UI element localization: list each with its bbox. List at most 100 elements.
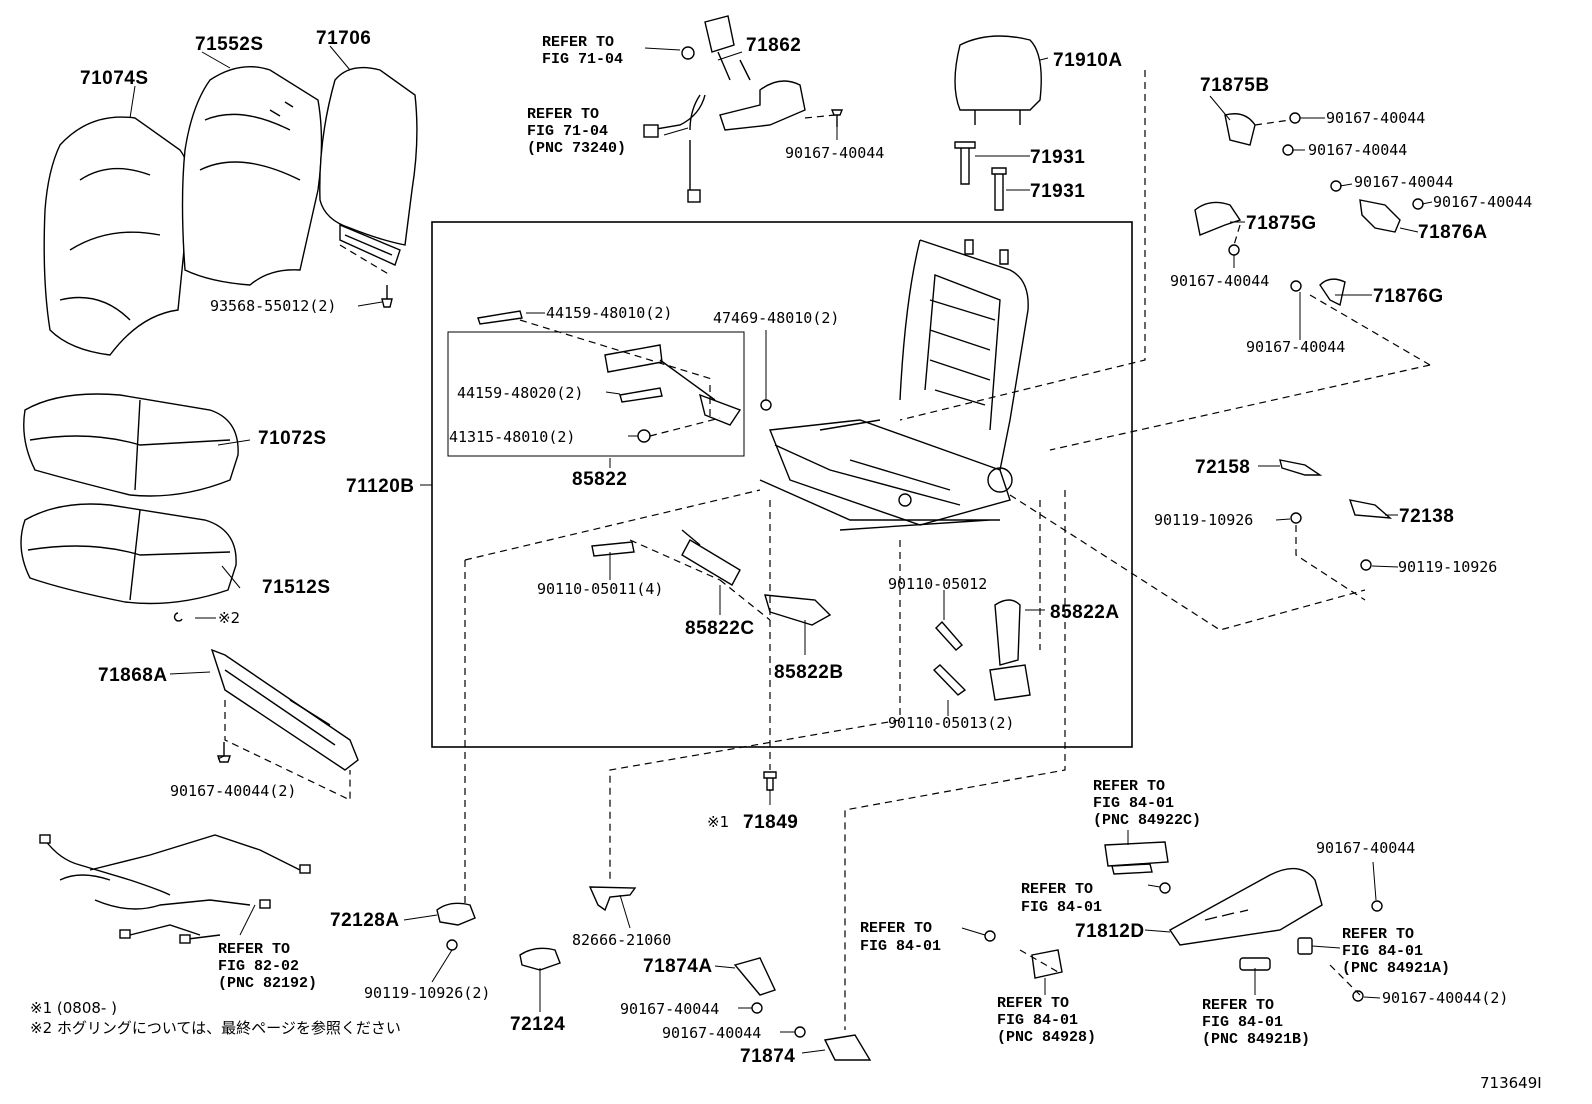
label-85822a: 85822A [1050, 602, 1120, 623]
seatbelt-buckle-71862 [643, 15, 806, 203]
label-90167-862: 90167-40044 [785, 144, 884, 162]
hog-ring-icon [173, 612, 183, 622]
svg-text:FIG 82-02: FIG 82-02 [218, 958, 299, 975]
seat-frame-71120b [759, 239, 1029, 531]
knob-84921a [1297, 937, 1313, 955]
refer-84-01-c: REFER TO FIG 84-01 [860, 920, 941, 955]
switch-84928 [1031, 949, 1063, 979]
motor-85822 [604, 344, 742, 426]
label-90167-868: 90167-40044(2) [170, 782, 296, 800]
figure-id: 713649I [1480, 1074, 1542, 1092]
label-71074s: 71074S [80, 68, 149, 89]
label-72128a: 72128A [330, 910, 400, 931]
washer-47469 [760, 399, 772, 411]
nut-41315 [637, 429, 651, 443]
label-71876g: 71876G [1373, 286, 1444, 307]
label-90167-875b1: 90167-40044 [1326, 109, 1425, 127]
label-41315: 41315-48010(2) [449, 428, 575, 446]
side-shield-71812d [1168, 867, 1323, 946]
cover-71876a [1359, 199, 1401, 233]
clip-93568 [381, 285, 393, 308]
label-71552s: 71552S [195, 34, 264, 55]
screw-90167-862 [804, 109, 844, 127]
lower-cover-71868a [210, 648, 359, 801]
svg-text:(PNC 84921A): (PNC 84921A) [1342, 960, 1450, 977]
mark-2-hog-ring: ※2 [218, 609, 240, 627]
bracket-82666 [588, 886, 637, 912]
cushion-cover-71072s [23, 393, 239, 497]
label-71868a: 71868A [98, 665, 168, 686]
svg-text:FIG 84-01: FIG 84-01 [1342, 943, 1423, 960]
label-90119-b: 90119-10926 [1398, 558, 1497, 576]
label-72158: 72158 [1195, 457, 1250, 478]
dashed-connections [464, 70, 1431, 1030]
label-71512s: 71512S [262, 577, 331, 598]
refer-84-01-f: REFER TO FIG 84-01 (PNC 84921B) [1202, 997, 1310, 1048]
leader-lines [129, 45, 1433, 1054]
svg-text:REFER TO: REFER TO [1093, 778, 1165, 795]
label-71874a: 71874A [643, 956, 713, 977]
headrest-guide-71931 [954, 141, 1007, 211]
label-71874: 71874 [740, 1046, 795, 1067]
screw-90119-a [1290, 512, 1302, 524]
svg-text:REFER TO: REFER TO [1342, 926, 1414, 943]
label-90167-875g: 90167-40044 [1170, 272, 1269, 290]
bracket-72138 [1348, 499, 1393, 519]
svg-text:FIG 84-01: FIG 84-01 [860, 938, 941, 955]
label-85822b: 85822B [774, 662, 844, 683]
label-71862: 71862 [746, 35, 801, 56]
screw-90119-b [1360, 559, 1372, 571]
screw-90119-c [446, 939, 458, 951]
label-71875b: 71875B [1200, 75, 1270, 96]
label-47469: 47469-48010(2) [713, 309, 839, 327]
label-44159-48010: 44159-48010(2) [546, 304, 672, 322]
svg-text:(PNC 73240): (PNC 73240) [527, 140, 626, 157]
bolt-71849 [763, 771, 777, 791]
svg-text:(PNC 84921B): (PNC 84921B) [1202, 1031, 1310, 1048]
label-85822: 85822 [572, 469, 627, 490]
refer-84-01-a: REFER TO FIG 84-01 (PNC 84922C) [1093, 778, 1201, 829]
label-90110-05012: 90110-05012 [888, 575, 987, 593]
label-85822c: 85822C [685, 618, 755, 639]
motor-85822c [681, 529, 741, 586]
refer-71-04-b: REFER TO FIG 71-04 (PNC 73240) [527, 106, 626, 157]
bracket-71874a [733, 957, 776, 996]
refer-84-01-b: REFER TO FIG 84-01 [1021, 881, 1102, 916]
cover-72124 [519, 947, 561, 971]
svg-text:REFER TO: REFER TO [1202, 997, 1274, 1014]
label-71706: 71706 [316, 28, 371, 49]
motor-85822-group-box [447, 331, 745, 457]
wire-harness [39, 834, 311, 944]
label-82666: 82666-21060 [572, 931, 671, 949]
refer-84-01-e: REFER TO FIG 84-01 (PNC 84921A) [1342, 926, 1450, 977]
cover-72128a [436, 902, 476, 926]
refer-84-01-d: REFER TO FIG 84-01 (PNC 84928) [997, 995, 1096, 1046]
cover-71875b [1224, 113, 1256, 146]
screws-right-group [1228, 112, 1424, 292]
label-90167-875b2: 90167-40044 [1308, 141, 1407, 159]
svg-text:FIG 84-01: FIG 84-01 [1021, 899, 1102, 916]
label-71849: 71849 [743, 812, 798, 833]
cover-71876g [1319, 278, 1346, 307]
footnote-2: ※2 ホグリングについては、最終ページを参照ください [30, 1019, 401, 1037]
label-71876a: 71876A [1418, 222, 1488, 243]
motor-85822a [989, 599, 1031, 701]
bolt-90110-05012 [935, 620, 963, 651]
footnote-1: ※1 (0808- ) [30, 999, 117, 1017]
bolt-90110-05013 [932, 664, 967, 696]
svg-text:REFER TO: REFER TO [527, 106, 599, 123]
seatback-pad-71706 [319, 66, 418, 276]
bolt-90110-05011 [591, 541, 635, 557]
svg-text:REFER TO: REFER TO [860, 920, 932, 937]
refer-71-04-a: REFER TO FIG 71-04 [542, 34, 623, 68]
svg-text:(PNC 84928): (PNC 84928) [997, 1029, 1096, 1046]
headrest-71910a [954, 35, 1042, 125]
label-90167-812a: 90167-40044 [1316, 839, 1415, 857]
label-90167-812b: 90167-40044(2) [1382, 989, 1508, 1007]
svg-text:(PNC 82192): (PNC 82192) [218, 975, 317, 992]
label-90167-874: 90167-40044 [662, 1024, 761, 1042]
svg-text:REFER TO: REFER TO [997, 995, 1069, 1012]
switch-84922c [1104, 841, 1169, 875]
